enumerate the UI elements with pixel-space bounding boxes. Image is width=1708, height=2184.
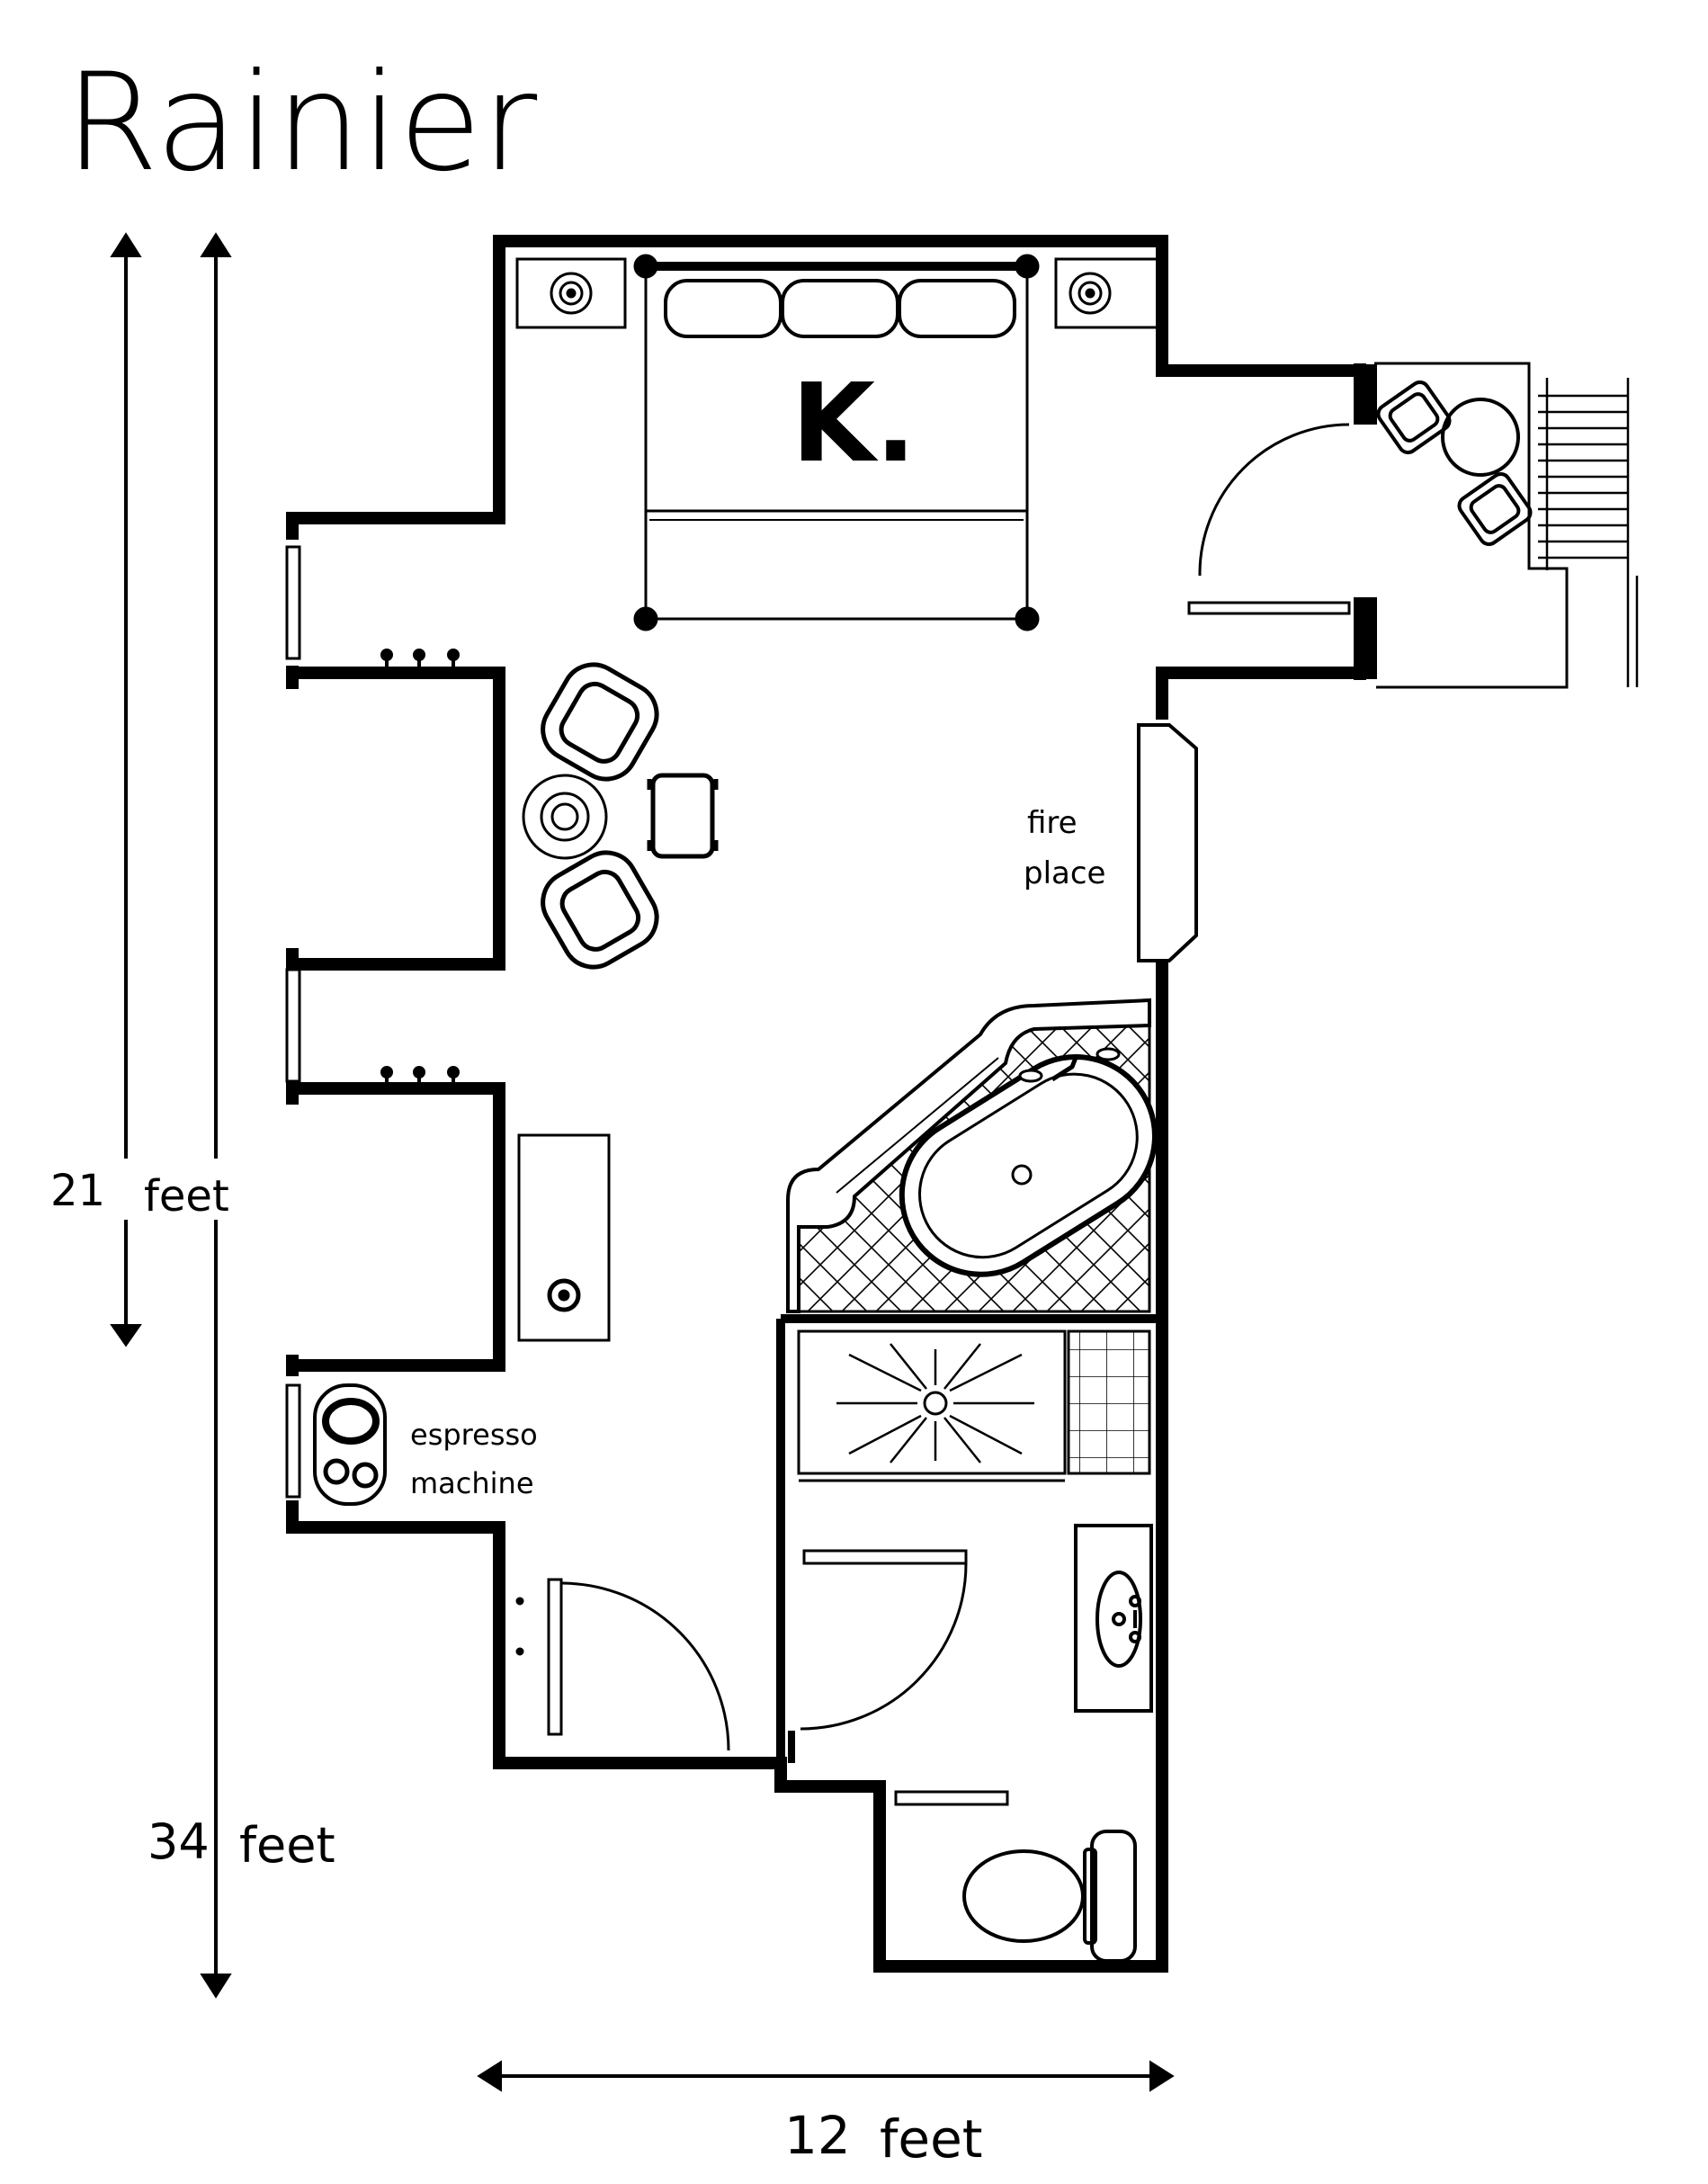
shower <box>797 1329 1151 1482</box>
balcony-chair <box>1376 380 1452 455</box>
pillow <box>781 279 899 338</box>
armchair <box>541 850 659 970</box>
balcony <box>1354 362 1639 689</box>
dim-inner-unit: feet <box>144 1171 229 1222</box>
windows <box>285 545 301 1499</box>
dim-inner-value: 21 <box>50 1166 105 1216</box>
vanity-sink <box>1074 1524 1153 1713</box>
nightstand-left <box>515 257 627 329</box>
balcony-chair <box>1457 471 1533 547</box>
plan-title: Rainier <box>65 45 538 201</box>
toilet-room <box>894 1790 1137 1963</box>
bathtub <box>899 1047 1158 1277</box>
espresso-label: machine <box>410 1466 534 1500</box>
toilet <box>962 1830 1137 1963</box>
espresso-machine <box>313 1383 387 1506</box>
fireplace <box>1137 723 1198 962</box>
shower-drain-icon <box>923 1391 948 1416</box>
tub-ledge <box>786 998 1151 1313</box>
window <box>285 1383 301 1499</box>
bed-label: K. <box>791 362 917 487</box>
dimension-lines <box>110 232 1175 2092</box>
espresso-label: espresso <box>410 1418 538 1452</box>
window <box>285 545 301 660</box>
coat-hooks <box>380 649 460 1085</box>
bistro-table <box>1441 398 1520 477</box>
entry-door[interactable] <box>515 1578 730 1765</box>
window <box>285 968 301 1083</box>
balcony-door[interactable] <box>1187 423 1351 615</box>
side-table <box>522 774 608 860</box>
dim-outer-unit: feet <box>239 1817 335 1874</box>
nightstand-right <box>1054 257 1164 329</box>
pillow <box>898 279 1016 338</box>
desk <box>517 1133 611 1342</box>
pillow <box>664 279 782 338</box>
king-bed <box>633 254 1040 631</box>
fireplace-label: fire <box>1027 805 1078 841</box>
dim-outer-value: 34 <box>148 1813 210 1870</box>
dim-width-value: 12 <box>784 2105 851 2166</box>
ottoman <box>647 773 719 859</box>
exterior-walls <box>286 235 1377 1973</box>
fireplace-label: place <box>1024 855 1105 891</box>
bathroom-door[interactable] <box>788 1549 968 1763</box>
seating-area <box>522 662 719 970</box>
bathroom-walls <box>776 1314 1167 1966</box>
drain-icon <box>1011 1164 1033 1186</box>
flower-icon <box>547 1278 581 1312</box>
armchair <box>541 662 659 782</box>
dim-width-unit: feet <box>880 2108 983 2170</box>
